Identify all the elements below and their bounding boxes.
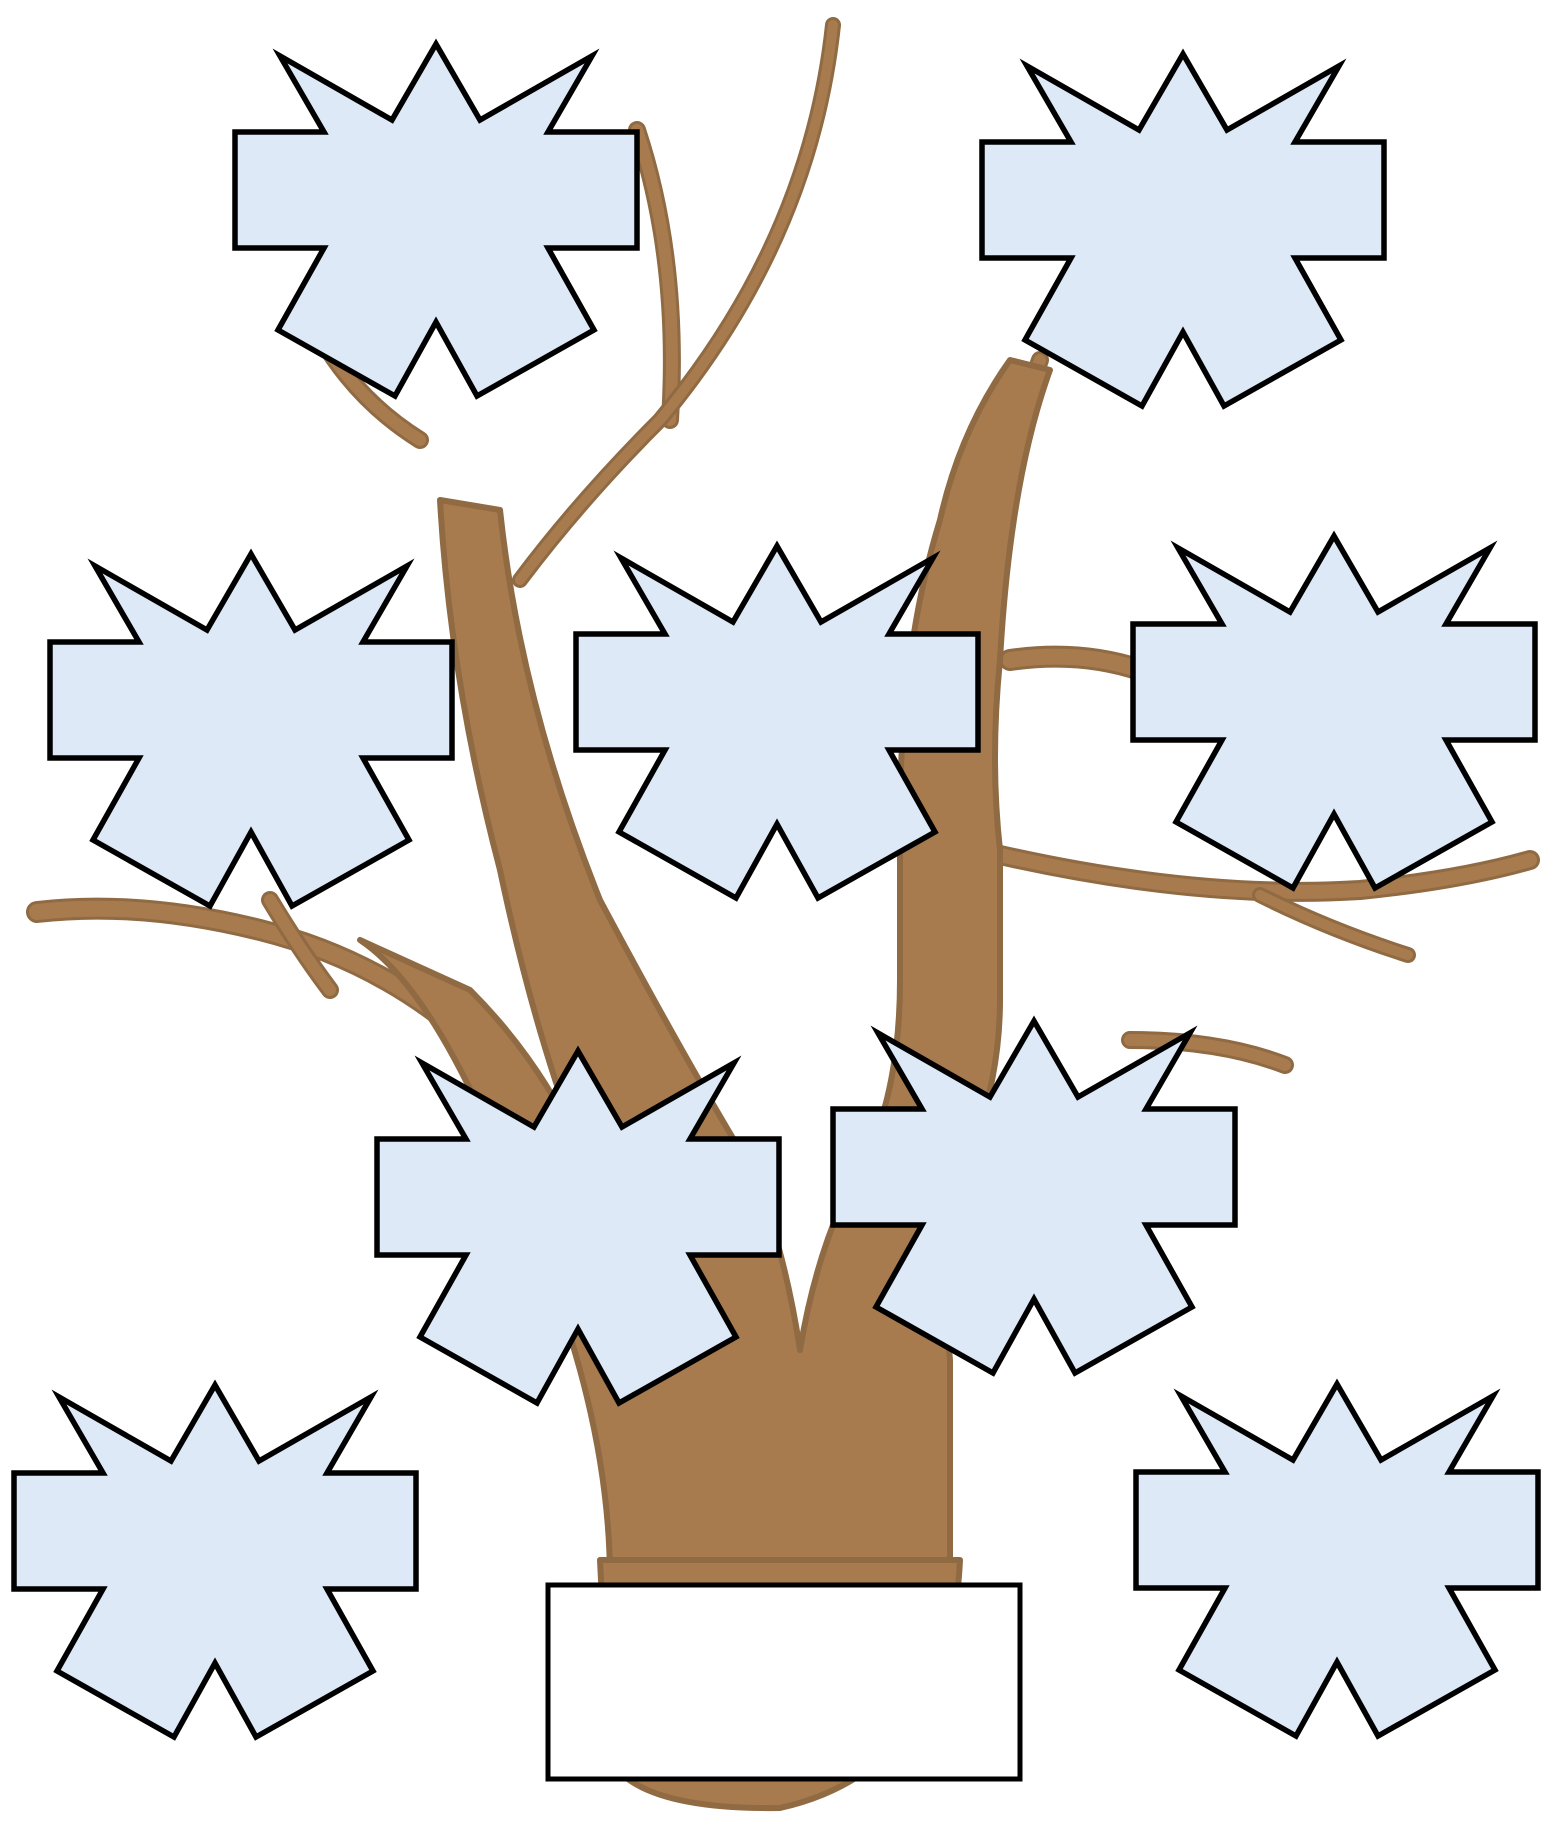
node-middle-right[interactable]: [1133, 536, 1535, 888]
node-top-left[interactable]: [235, 44, 637, 396]
node-middle-left[interactable]: [50, 554, 452, 906]
tree-trunk-body: [360, 360, 1050, 1580]
node-bottom-left[interactable]: [14, 1385, 416, 1737]
node-bottom-right[interactable]: [1136, 1384, 1538, 1736]
root-name-box[interactable]: [548, 1585, 1020, 1779]
